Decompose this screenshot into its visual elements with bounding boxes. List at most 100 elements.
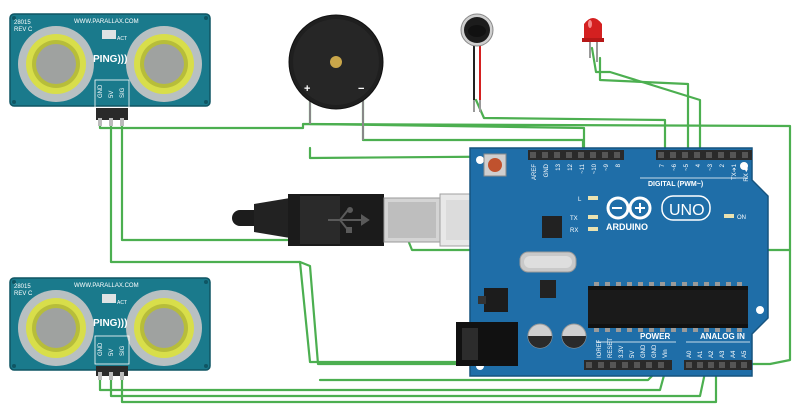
analog-pin-label: A0 <box>687 350 693 358</box>
sensor-bottom-pin-gnd: GND <box>98 342 104 356</box>
digital-right-pin-label: ~5 <box>684 163 690 171</box>
sensor-bottom-rev: REV C <box>14 291 33 297</box>
digital-left-hole-6[interactable] <box>602 152 608 158</box>
power-pin-label: RESET <box>608 338 614 358</box>
digital-header-right[interactable] <box>656 150 752 160</box>
digital-left-pin-label: 12 <box>568 163 574 170</box>
digital-right-hole-5[interactable] <box>718 152 724 158</box>
digital-left-pin-label: ~9 <box>604 163 610 171</box>
reset-button[interactable] <box>483 153 507 177</box>
analog-pin-label: A5 <box>742 350 748 358</box>
digital-right-pin-label: ~3 <box>708 163 714 171</box>
sensor-top-transducer-right <box>126 26 202 102</box>
digital-right-hole-2[interactable] <box>682 152 688 158</box>
sensor-top-pin-gnd: GND <box>98 84 104 98</box>
power-pin-label: 5V <box>630 351 636 358</box>
digital-left-hole-0[interactable] <box>530 152 536 158</box>
power-pin-label: IOREF <box>597 339 603 358</box>
analog-hole-2[interactable] <box>708 362 714 368</box>
digital-right-pin-label: 7 <box>660 163 666 167</box>
piezo-buzzer[interactable]: + − <box>288 14 384 140</box>
analog-hole-4[interactable] <box>730 362 736 368</box>
sensor-bottom-act-led <box>102 294 116 303</box>
wire-bottom-sensor-5v <box>109 366 708 398</box>
red-led[interactable] <box>582 18 604 62</box>
led-tx-label: TX <box>570 216 578 222</box>
digital-left-hole-1[interactable] <box>542 152 548 158</box>
buzzer-hole <box>330 56 342 68</box>
capacitors <box>527 323 587 349</box>
arduino-model: UNO <box>669 202 705 219</box>
wire-top-sensor-gnd <box>98 120 792 366</box>
digital-left-hole-2[interactable] <box>554 152 560 158</box>
digital-left-pin-label: GND <box>544 163 550 177</box>
atmega-chip <box>588 282 748 332</box>
digital-left-hole-5[interactable] <box>590 152 596 158</box>
power-hole-3[interactable] <box>622 362 628 368</box>
digital-right-pin-label: 2 <box>720 163 726 167</box>
power-jack <box>456 322 518 366</box>
wire-bottom-sensor-sig <box>120 366 718 404</box>
vibration-motor[interactable] <box>460 13 494 112</box>
wire-led-2 <box>598 56 690 158</box>
digital-right-hole-3[interactable] <box>694 152 700 158</box>
digital-right-hole-1[interactable] <box>670 152 676 158</box>
sensor-top-name: PING))) <box>93 54 127 65</box>
digital-right-pin-label: RX◄0 <box>744 163 750 181</box>
analog-hole-0[interactable] <box>686 362 692 368</box>
on-label: ON <box>737 215 746 221</box>
analog-label: ANALOG IN <box>700 332 745 341</box>
analog-pin-label: A2 <box>709 350 715 358</box>
digital-left-pin-label: ~11 <box>580 163 586 173</box>
digital-right-hole-6[interactable] <box>730 152 736 158</box>
sensor-top-rev: REV C <box>14 27 33 33</box>
analog-hole-3[interactable] <box>719 362 725 368</box>
analog-pin-label: A1 <box>698 350 704 358</box>
analog-header[interactable] <box>684 360 752 370</box>
led-rx-label: RX <box>570 228 578 234</box>
sensor-top-brand: WWW.PARALLAX.COM <box>74 19 139 25</box>
sensor-bottom-brand: WWW.PARALLAX.COM <box>74 283 139 289</box>
power-label: POWER <box>640 332 670 341</box>
wire-buzzer-plus <box>308 98 586 156</box>
digital-left-pin-label: AREF <box>532 164 538 180</box>
sensor-top-act: ACT <box>117 36 127 42</box>
digital-right-hole-4[interactable] <box>706 152 712 158</box>
digital-header-left[interactable] <box>528 150 624 160</box>
arduino-logo <box>606 196 652 220</box>
usb-cable <box>232 193 507 247</box>
sensor-top-pin-5v: 5V <box>109 91 115 98</box>
ping-sensor-top[interactable]: 28015 REV C WWW.PARALLAX.COM ACT PING)))… <box>9 13 211 126</box>
digital-left-hole-4[interactable] <box>578 152 584 158</box>
power-hole-6[interactable] <box>658 362 664 368</box>
digital-right-pin-label: TX➔1 <box>732 163 738 180</box>
analog-hole-5[interactable] <box>741 362 747 368</box>
wire-led <box>590 46 702 158</box>
sensor-bottom-pin-sig: SIG <box>120 345 126 356</box>
digital-left-pin-label: ~10 <box>592 163 598 174</box>
power-hole-2[interactable] <box>610 362 616 368</box>
digital-right-hole-7[interactable] <box>742 152 748 158</box>
digital-label: DIGITAL (PWM~) <box>648 181 703 188</box>
digital-left-pin-label: 8 <box>616 163 622 167</box>
ping-sensor-bottom[interactable]: 28015 REV C WWW.PARALLAX.COM ACT PING)))… <box>9 277 211 380</box>
digital-left-pin-label: 13 <box>556 163 562 170</box>
analog-pin-label: A4 <box>731 350 737 358</box>
sensor-bottom-name: PING))) <box>93 318 127 329</box>
buzzer-minus: − <box>358 83 364 95</box>
power-hole-5[interactable] <box>646 362 652 368</box>
sensor-bottom-transducer-left <box>18 290 94 366</box>
sensor-top-transducer-left <box>18 26 94 102</box>
power-hole-1[interactable] <box>598 362 604 368</box>
digital-right-pin-label: ~6 <box>672 163 678 171</box>
sensor-bottom-transducer-right <box>126 290 202 366</box>
power-hole-0[interactable] <box>586 362 592 368</box>
power-pin-label: 3.3V <box>619 346 625 358</box>
analog-hole-1[interactable] <box>697 362 703 368</box>
buzzer-plus: + <box>304 83 310 95</box>
digital-right-hole-0[interactable] <box>658 152 664 158</box>
power-hole-4[interactable] <box>634 362 640 368</box>
digital-left-hole-3[interactable] <box>566 152 572 158</box>
digital-left-hole-7[interactable] <box>614 152 620 158</box>
